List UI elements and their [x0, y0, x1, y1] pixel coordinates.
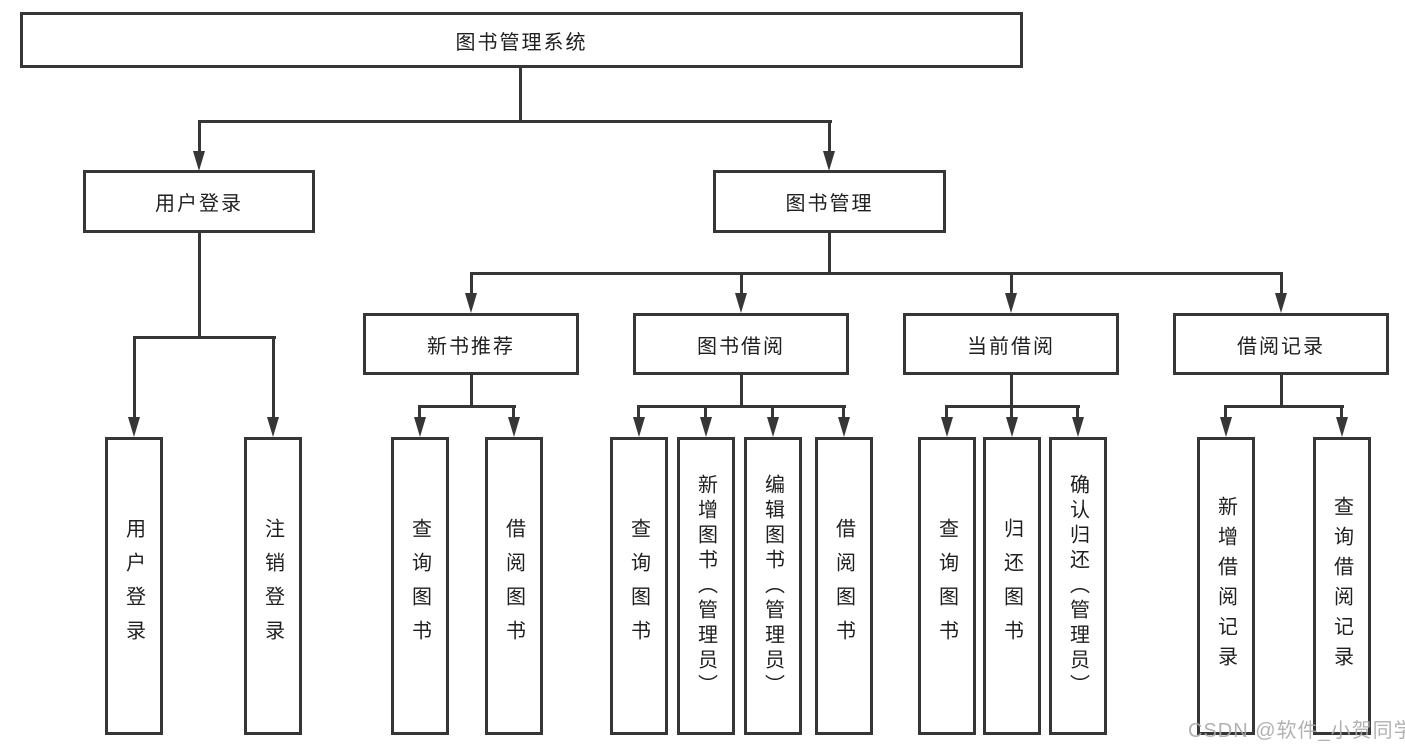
node-root-library-system: 图书管理系统: [20, 12, 1023, 68]
leaf-edit-book-admin: 编辑图书（管理员）: [744, 437, 802, 735]
leaf-borrow-book-borrow: 借阅图书: [815, 437, 873, 735]
connector-current-borrow-stem: [1010, 375, 1013, 408]
leaf-add-book-admin: 新增图书（管理员）: [677, 437, 735, 735]
connector-to-book-borrow: [740, 272, 743, 294]
leaf-add-borrow-record: 新增借阅记录: [1197, 437, 1255, 735]
connector-to-borrow-records: [1280, 272, 1283, 294]
connector-book-borrow-bar: [637, 405, 846, 408]
arrowhead-leaf-query3: [941, 417, 953, 437]
leaf-user-login: 用户登录: [105, 437, 163, 735]
node-new-book-rec: 新书推荐: [363, 313, 579, 375]
leaf-query-borrow-record: 查询借阅记录: [1313, 437, 1371, 735]
connector-to-leaf-login: [133, 336, 136, 419]
node-book-mgmt: 图书管理: [713, 170, 946, 233]
connector-to-leaf-add-book: [704, 405, 707, 419]
connector-to-leaf-confirm-return: [1076, 405, 1079, 419]
node-borrow-records: 借阅记录: [1173, 313, 1389, 375]
connector-book-mgmt-bar: [470, 272, 1283, 275]
connector-to-user-login: [198, 120, 201, 153]
connector-root-stem: [519, 68, 522, 123]
connector-book-mgmt-stem: [828, 233, 831, 275]
connector-to-leaf-add-record: [1224, 405, 1227, 419]
connector-user-login-bar: [133, 336, 276, 339]
connector-user-login-stem: [198, 233, 201, 339]
leaf-borrow-book-rec: 借阅图书: [485, 437, 543, 735]
node-current-borrow: 当前借阅: [903, 313, 1119, 375]
connector-root-bar: [198, 120, 832, 123]
csdn-watermark: CSDN @软件_小贺同学: [1188, 720, 1405, 742]
connector-new-book-rec-bar: [419, 405, 516, 408]
connector-to-leaf-borrow2: [842, 405, 845, 419]
connector-to-leaf-query-record: [1340, 405, 1343, 419]
connector-to-leaf-logout: [272, 336, 275, 419]
arrowhead-user-login: [193, 151, 205, 171]
arrowhead-leaf-confirm-return: [1072, 417, 1084, 437]
arrowhead-book-borrow: [735, 293, 747, 313]
leaf-query-book-current: 查询图书: [918, 437, 976, 735]
arrowhead-leaf-return: [1006, 417, 1018, 437]
node-book-borrow: 图书借阅: [633, 313, 849, 375]
connector-to-leaf-query1: [418, 405, 421, 419]
arrowhead-leaf-query-record: [1336, 417, 1348, 437]
leaf-confirm-return-admin: 确认归还（管理员）: [1049, 437, 1107, 735]
arrowhead-book-mgmt: [823, 151, 835, 171]
arrowhead-leaf-add-book: [700, 417, 712, 437]
connector-to-leaf-borrow1: [512, 405, 515, 419]
arrowhead-leaf-logout: [267, 417, 279, 437]
arrowhead-leaf-query1: [414, 417, 426, 437]
connector-to-leaf-return: [1010, 405, 1013, 419]
connector-to-leaf-query2: [637, 405, 640, 419]
connector-to-new-book-rec: [470, 272, 473, 294]
leaf-query-book-borrow: 查询图书: [610, 437, 668, 735]
arrowhead-leaf-edit-book: [767, 417, 779, 437]
node-user-login: 用户登录: [83, 170, 315, 233]
arrowhead-leaf-add-record: [1220, 417, 1232, 437]
connector-to-leaf-query3: [945, 405, 948, 419]
leaf-return-book: 归还图书: [983, 437, 1041, 735]
leaf-logout: 注销登录: [244, 437, 302, 735]
connector-borrow-records-bar: [1224, 405, 1344, 408]
connector-borrow-records-stem: [1280, 375, 1283, 408]
arrowhead-new-book-rec: [465, 293, 477, 313]
connector-new-book-rec-stem: [470, 375, 473, 408]
connector-to-current-borrow: [1010, 272, 1013, 294]
connector-to-leaf-edit-book: [771, 405, 774, 419]
connector-to-book-mgmt: [828, 120, 831, 153]
arrowhead-borrow-records: [1275, 293, 1287, 313]
arrowhead-leaf-borrow2: [838, 417, 850, 437]
arrowhead-leaf-query2: [633, 417, 645, 437]
arrowhead-leaf-borrow1: [508, 417, 520, 437]
arrowhead-current-borrow: [1005, 293, 1017, 313]
leaf-query-book-rec: 查询图书: [391, 437, 449, 735]
connector-book-borrow-stem: [740, 375, 743, 408]
arrowhead-leaf-login: [128, 417, 140, 437]
